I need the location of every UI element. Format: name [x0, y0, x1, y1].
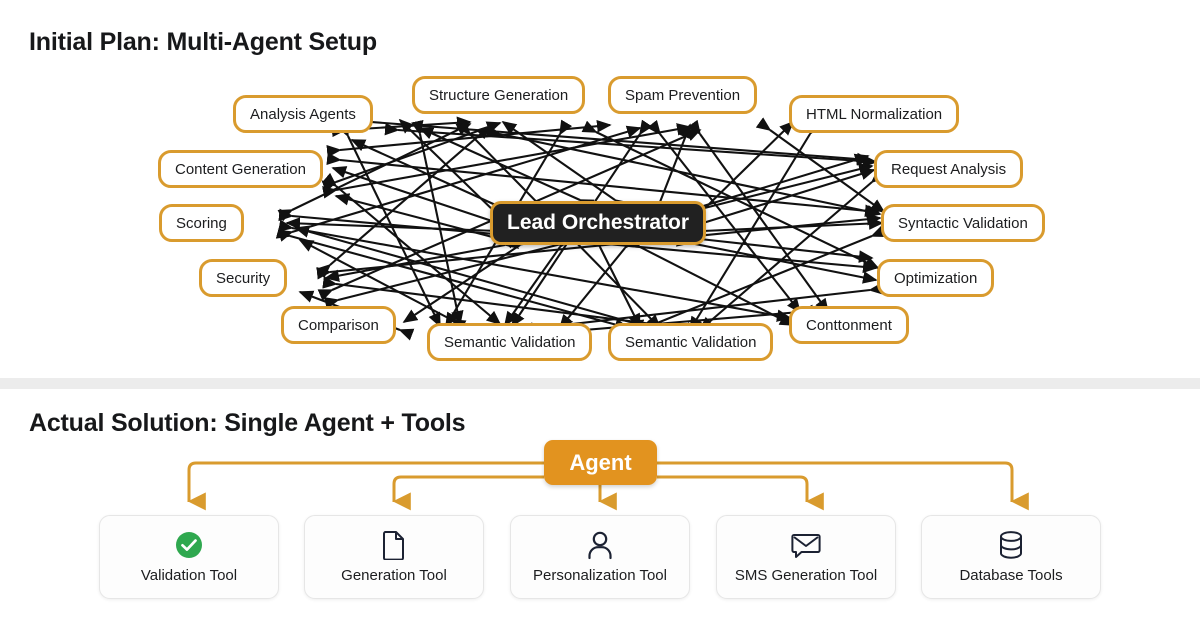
node-label: Semantic Validation [444, 333, 576, 351]
node-label: Structure Generation [429, 86, 569, 104]
tool-label: Generation Tool [341, 567, 447, 584]
multi-agent-edges [275, 112, 887, 341]
agent-node-spam-prevention[interactable]: Spam Prevention [608, 76, 758, 114]
agent-node-syntactic-validation[interactable]: Syntactic Validation [881, 204, 1045, 242]
page-title-actual-solution: Actual Solution: Single Agent + Tools [29, 409, 466, 437]
node-label: Scoring [176, 214, 227, 232]
tool-card-database-tools[interactable]: Database Tools [921, 515, 1101, 599]
node-label: Request Analysis [891, 160, 1007, 178]
tool-card-sms-generation-tool[interactable]: SMS Generation Tool [716, 515, 896, 599]
agent-node-analysis-agents[interactable]: Analysis Agents [233, 95, 373, 133]
agent-node-security[interactable]: Security [199, 259, 288, 297]
document-icon [381, 530, 407, 560]
node-label: Analysis Agents [250, 105, 356, 123]
tool-card-generation-tool[interactable]: Generation Tool [304, 515, 484, 599]
check-circle-icon [175, 530, 203, 560]
tool-card-personalization-tool[interactable]: Personalization Tool [510, 515, 690, 599]
multi-agent-diagram: Analysis Agents Structure Generation Spa… [158, 76, 1045, 361]
tool-label: Database Tools [959, 567, 1063, 584]
agent-node-structure-generation[interactable]: Structure Generation [412, 76, 586, 114]
agent-node-html-normalization[interactable]: HTML Normalization [789, 95, 960, 133]
section-divider [0, 378, 1200, 389]
agent-node-request-analysis[interactable]: Request Analysis [874, 150, 1024, 188]
page-title-initial-plan: Initial Plan: Multi-Agent Setup [29, 28, 377, 56]
tool-card-validation-tool[interactable]: Validation Tool [99, 515, 279, 599]
person-icon [586, 530, 614, 560]
agent-node-conttonment[interactable]: Conttonment [789, 306, 909, 344]
agent-node[interactable]: Agent [544, 440, 657, 485]
agent-node-optimization[interactable]: Optimization [877, 259, 995, 297]
lead-orchestrator-node[interactable]: Lead Orchestrator [490, 201, 707, 245]
node-label: Optimization [894, 269, 978, 287]
database-cylinder-icon [998, 530, 1024, 560]
agent-node-content-generation[interactable]: Content Generation [158, 150, 323, 188]
message-envelope-icon [791, 530, 821, 560]
agent-tool-connectors [187, 461, 1029, 511]
node-label: HTML Normalization [806, 105, 943, 123]
multi-agent-panel: Initial Plan: Multi-Agent Setup [29, 28, 1045, 361]
tool-label: SMS Generation Tool [734, 567, 878, 584]
tool-label: Validation Tool [140, 567, 238, 584]
node-label: Conttonment [806, 316, 892, 334]
single-agent-diagram: Agent Validation Tool Generation Tool [0, 389, 1200, 630]
node-label: Content Generation [175, 160, 306, 178]
tool-label: Personalization Tool [533, 567, 667, 584]
node-label: Security [216, 269, 271, 287]
node-label: Spam Prevention [625, 86, 741, 104]
agent-label: Agent [569, 449, 632, 475]
single-agent-panel: Actual Solution: Single Agent + Tools Ag… [0, 389, 1200, 630]
node-label: Semantic Validation [625, 333, 757, 351]
agent-node-comparison[interactable]: Comparison [281, 306, 396, 344]
agent-node-semantic-validation-1[interactable]: Semantic Validation [427, 323, 593, 361]
node-label: Comparison [298, 316, 379, 334]
hub-label: Lead Orchestrator [507, 211, 690, 234]
node-label: Syntactic Validation [898, 214, 1028, 232]
agent-node-scoring[interactable]: Scoring [159, 204, 244, 242]
agent-node-semantic-validation-2[interactable]: Semantic Validation [608, 323, 774, 361]
